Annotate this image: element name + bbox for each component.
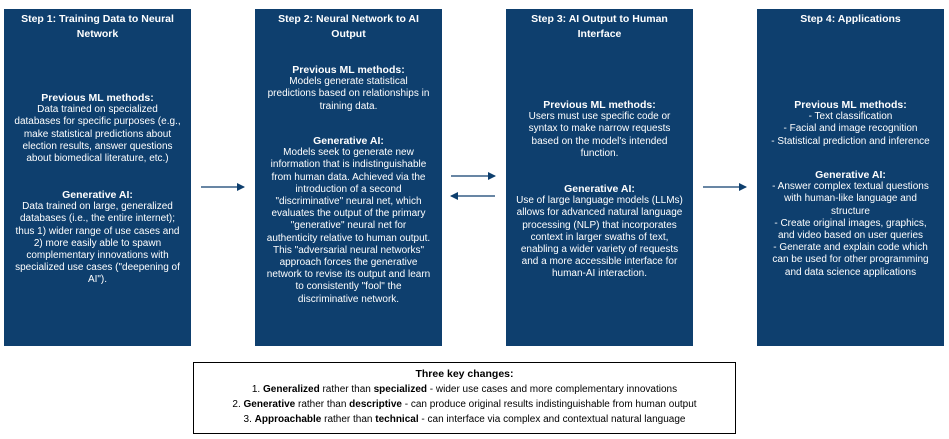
text-line: Use of large language models (LLMs) [516, 195, 683, 207]
text-line: human-AI interaction. [551, 268, 648, 280]
text-line: - Create original images, graphics, [774, 217, 927, 229]
text-line: based on the model's intended [531, 135, 668, 147]
key-change-item: 1. Generalized rather than specialized -… [251, 384, 678, 395]
text-line: syntax to make narrow requests [528, 123, 671, 135]
text-line: specialized use cases ("deepening of [15, 262, 180, 274]
key-change-item: 2. Generative rather than descriptive - … [232, 399, 697, 410]
text-line: information that is indistinguishable [270, 159, 427, 171]
text-line: structure [831, 205, 870, 217]
text-line: and data science applications [784, 266, 917, 278]
previous-ml-section: Previous ML methods: Users must use spec… [512, 99, 687, 160]
step-1-box: Step 1: Training Data to Neural Network … [4, 9, 191, 346]
text-line: about biomedical literature, etc.) [26, 153, 169, 165]
text-line: Data trained on specialized [37, 104, 158, 116]
text-line: - Text classification [808, 111, 893, 123]
step-3-box: Step 3: AI Output to Human Interface Pre… [506, 9, 693, 346]
text-line: and a more accessible interface for [521, 256, 678, 268]
text-line: discriminative network. [297, 293, 400, 305]
text-line: Users must use specific code or [528, 111, 671, 123]
text-line: with human-like language and [784, 193, 917, 205]
generative-ai-section: Generative AI: Use of large language mod… [512, 183, 687, 281]
text-line: network to revise its output and learn [266, 269, 431, 281]
text-line: can be used for other programming [772, 254, 929, 266]
text-line: - Answer complex textual questions [772, 181, 929, 193]
title-line: Step 3: AI Output to Human [531, 13, 668, 25]
section-heading: Generative AI: [62, 189, 133, 201]
text-line: training data. [319, 100, 378, 112]
text-line: processing (NLP) that incorporates [522, 219, 677, 231]
key-change-item: 3. Approachable rather than technical - … [243, 414, 686, 425]
section-heading: Generative AI: [815, 169, 886, 181]
text-line: Models seek to generate new [283, 147, 414, 159]
step-title: Step 2: Neural Network to AI Output [261, 12, 436, 42]
title-line: Output [331, 28, 366, 40]
step-title: Step 4: Applications [763, 12, 938, 27]
text-line: to consistently "fool" the [295, 281, 402, 293]
text-line: Data trained on large, generalized [22, 201, 173, 213]
text-line: predictions based on relationships in [267, 88, 430, 100]
text-line: make statistical predictions about [23, 128, 172, 140]
text-line: context in larger swaths of text, [530, 231, 669, 243]
text-line: evaluates the output of the primary [271, 208, 426, 220]
section-heading: Previous ML methods: [41, 92, 154, 104]
text-line: and video based on user queries [777, 230, 924, 242]
text-line: - Facial and image recognition [783, 123, 918, 135]
section-heading: Previous ML methods: [292, 64, 405, 76]
previous-ml-section: Previous ML methods: Data trained on spe… [10, 92, 185, 165]
text-line: from human data. Achieved via the [271, 171, 426, 183]
step-2-box: Step 2: Neural Network to AI Output Prev… [255, 9, 442, 346]
text-line: This "adversarial neural networks" [272, 244, 425, 256]
title-line: Interface [577, 28, 622, 40]
text-line: databases for specific purposes (e.g., [14, 116, 181, 128]
text-line: allows for advanced natural language [516, 207, 683, 219]
text-line: - Generate and explain code which [773, 242, 928, 254]
generative-ai-section: Generative AI: Data trained on large, ge… [10, 189, 185, 287]
title-line: Step 1: Training Data to Neural [21, 13, 174, 25]
section-heading: Generative AI: [564, 183, 635, 195]
text-line: enabling a wider variety of requests [520, 244, 679, 256]
text-line: thus 1) wider range of use cases and [15, 225, 180, 237]
text-line: authenticity relative to human output. [266, 232, 431, 244]
key-changes-box: Three key changes: 1. Generalized rather… [193, 362, 736, 434]
text-line: function. [580, 147, 619, 159]
title-line: Network [76, 28, 119, 40]
text-line: approach forces the generative [279, 257, 418, 269]
text-line: "generative" neural net for [290, 220, 407, 232]
text-line: AI"). [87, 274, 108, 286]
text-line: databases (i.e., the entire internet); [19, 213, 176, 225]
section-heading: Previous ML methods: [794, 99, 907, 111]
text-line: 2) more easily able to spawn [33, 237, 162, 249]
text-line: - Statistical prediction and inference [771, 135, 930, 147]
text-line: Models generate statistical [289, 76, 408, 88]
step-title: Step 3: AI Output to Human Interface [512, 12, 687, 42]
previous-ml-section: Previous ML methods: - Text classificati… [763, 99, 938, 148]
key-changes-title: Three key changes: [415, 368, 514, 380]
text-line: introduction of a second [295, 183, 402, 195]
text-line: election results, answer questions [22, 140, 173, 152]
section-heading: Previous ML methods: [543, 99, 656, 111]
generative-ai-section: Generative AI: Models seek to generate n… [261, 135, 436, 306]
section-heading: Generative AI: [313, 135, 384, 147]
text-line: "discriminative" neural net, which [275, 196, 422, 208]
title-line: Step 4: Applications [800, 13, 901, 25]
text-line: complementary innovations with [26, 250, 169, 262]
title-line: Step 2: Neural Network to AI [278, 13, 419, 25]
step-title: Step 1: Training Data to Neural Network [10, 12, 185, 42]
generative-ai-section: Generative AI: - Answer complex textual … [763, 169, 938, 279]
previous-ml-section: Previous ML methods: Models generate sta… [261, 64, 436, 113]
step-4-box: Step 4: Applications Previous ML methods… [757, 9, 944, 346]
